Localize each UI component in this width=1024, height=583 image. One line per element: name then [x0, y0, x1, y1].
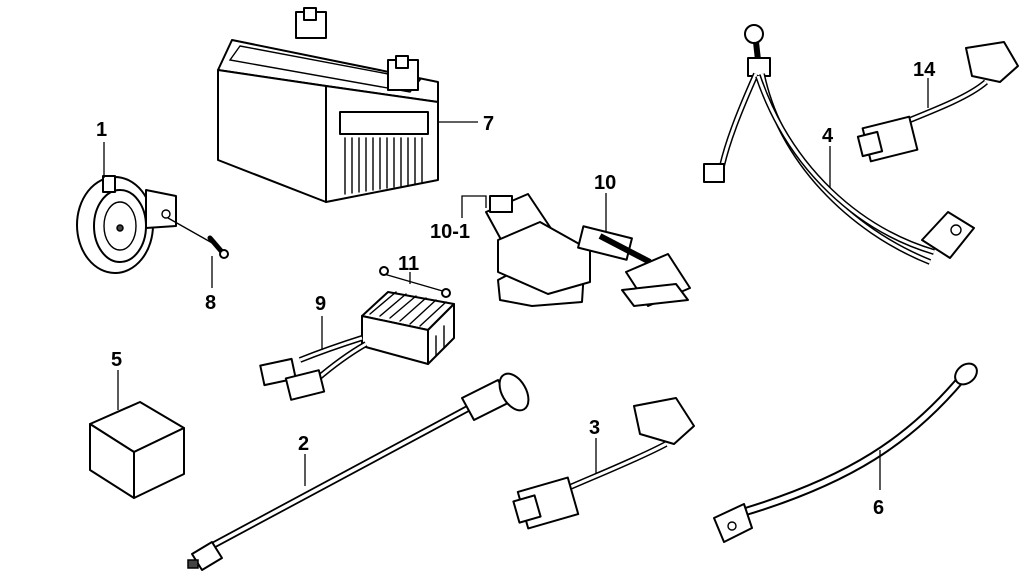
label-9: 9 — [315, 293, 326, 315]
sensor-harness-14[interactable] — [856, 41, 1019, 163]
label-2: 2 — [298, 433, 309, 455]
label-10: 10 — [594, 172, 616, 194]
battery[interactable] — [217, 7, 439, 203]
label-7: 7 — [483, 113, 494, 135]
wire-harness-4[interactable] — [703, 24, 975, 265]
bolt[interactable] — [207, 235, 229, 259]
starter-relay[interactable] — [485, 193, 691, 307]
label-4: 4 — [822, 125, 834, 147]
label-6: 6 — [873, 497, 884, 519]
label-10-1: 10-1 — [430, 221, 470, 243]
label-1: 1 — [96, 119, 107, 141]
regulator[interactable] — [259, 291, 455, 401]
relay-block[interactable] — [89, 401, 185, 499]
horn[interactable] — [76, 175, 177, 274]
label-3: 3 — [589, 417, 600, 439]
label-8: 8 — [205, 292, 216, 314]
label-11: 11 — [398, 253, 419, 275]
label-14: 14 — [913, 59, 936, 81]
screws[interactable] — [379, 266, 451, 298]
sensor-harness-3[interactable] — [512, 397, 695, 530]
wire-harness-2[interactable] — [187, 369, 534, 571]
cable-6[interactable] — [713, 359, 981, 543]
label-5: 5 — [111, 349, 122, 371]
